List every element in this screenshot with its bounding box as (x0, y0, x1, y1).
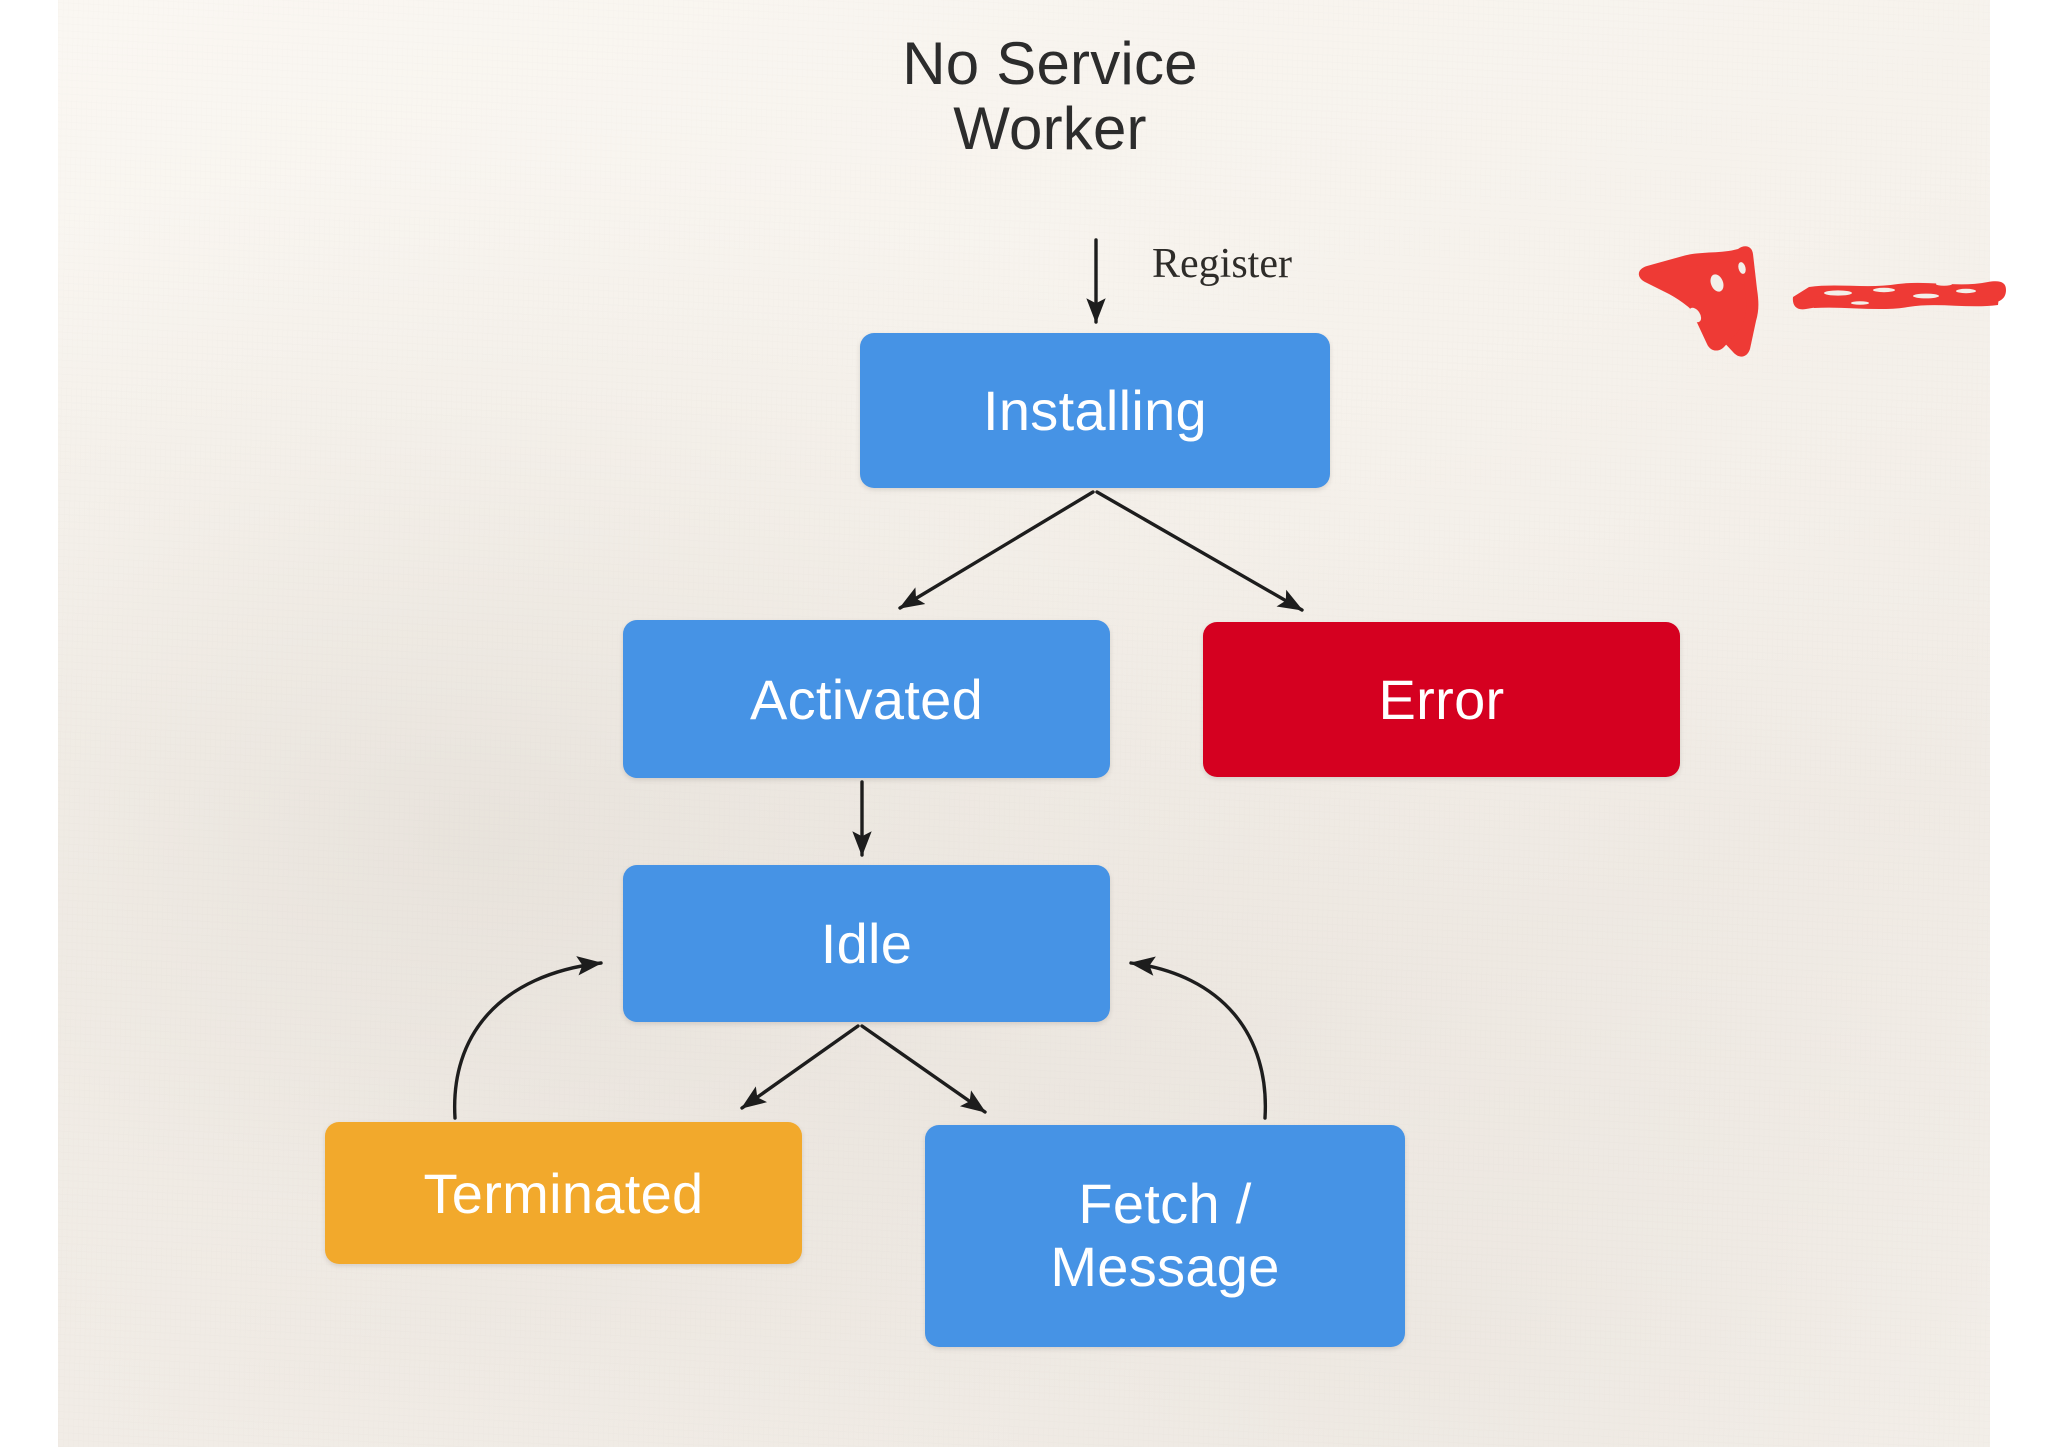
edge-label-register: Register (1152, 241, 1292, 287)
node-fetch-message-label: Fetch / Message (1050, 1172, 1280, 1298)
node-terminated[interactable]: Terminated (325, 1122, 802, 1264)
node-activated-label: Activated (749, 667, 984, 731)
node-installing[interactable]: Installing (860, 333, 1330, 488)
node-error[interactable]: Error (1203, 622, 1680, 777)
node-idle[interactable]: Idle (623, 865, 1110, 1022)
node-error-label: Error (1378, 668, 1505, 731)
node-fetch-message[interactable]: Fetch / Message (925, 1125, 1405, 1347)
page-title: No Service Worker (902, 30, 1198, 162)
node-terminated-label: Terminated (423, 1161, 704, 1225)
node-idle-label: Idle (820, 912, 913, 975)
node-activated[interactable]: Activated (623, 620, 1110, 778)
node-installing-label: Installing (982, 379, 1208, 442)
